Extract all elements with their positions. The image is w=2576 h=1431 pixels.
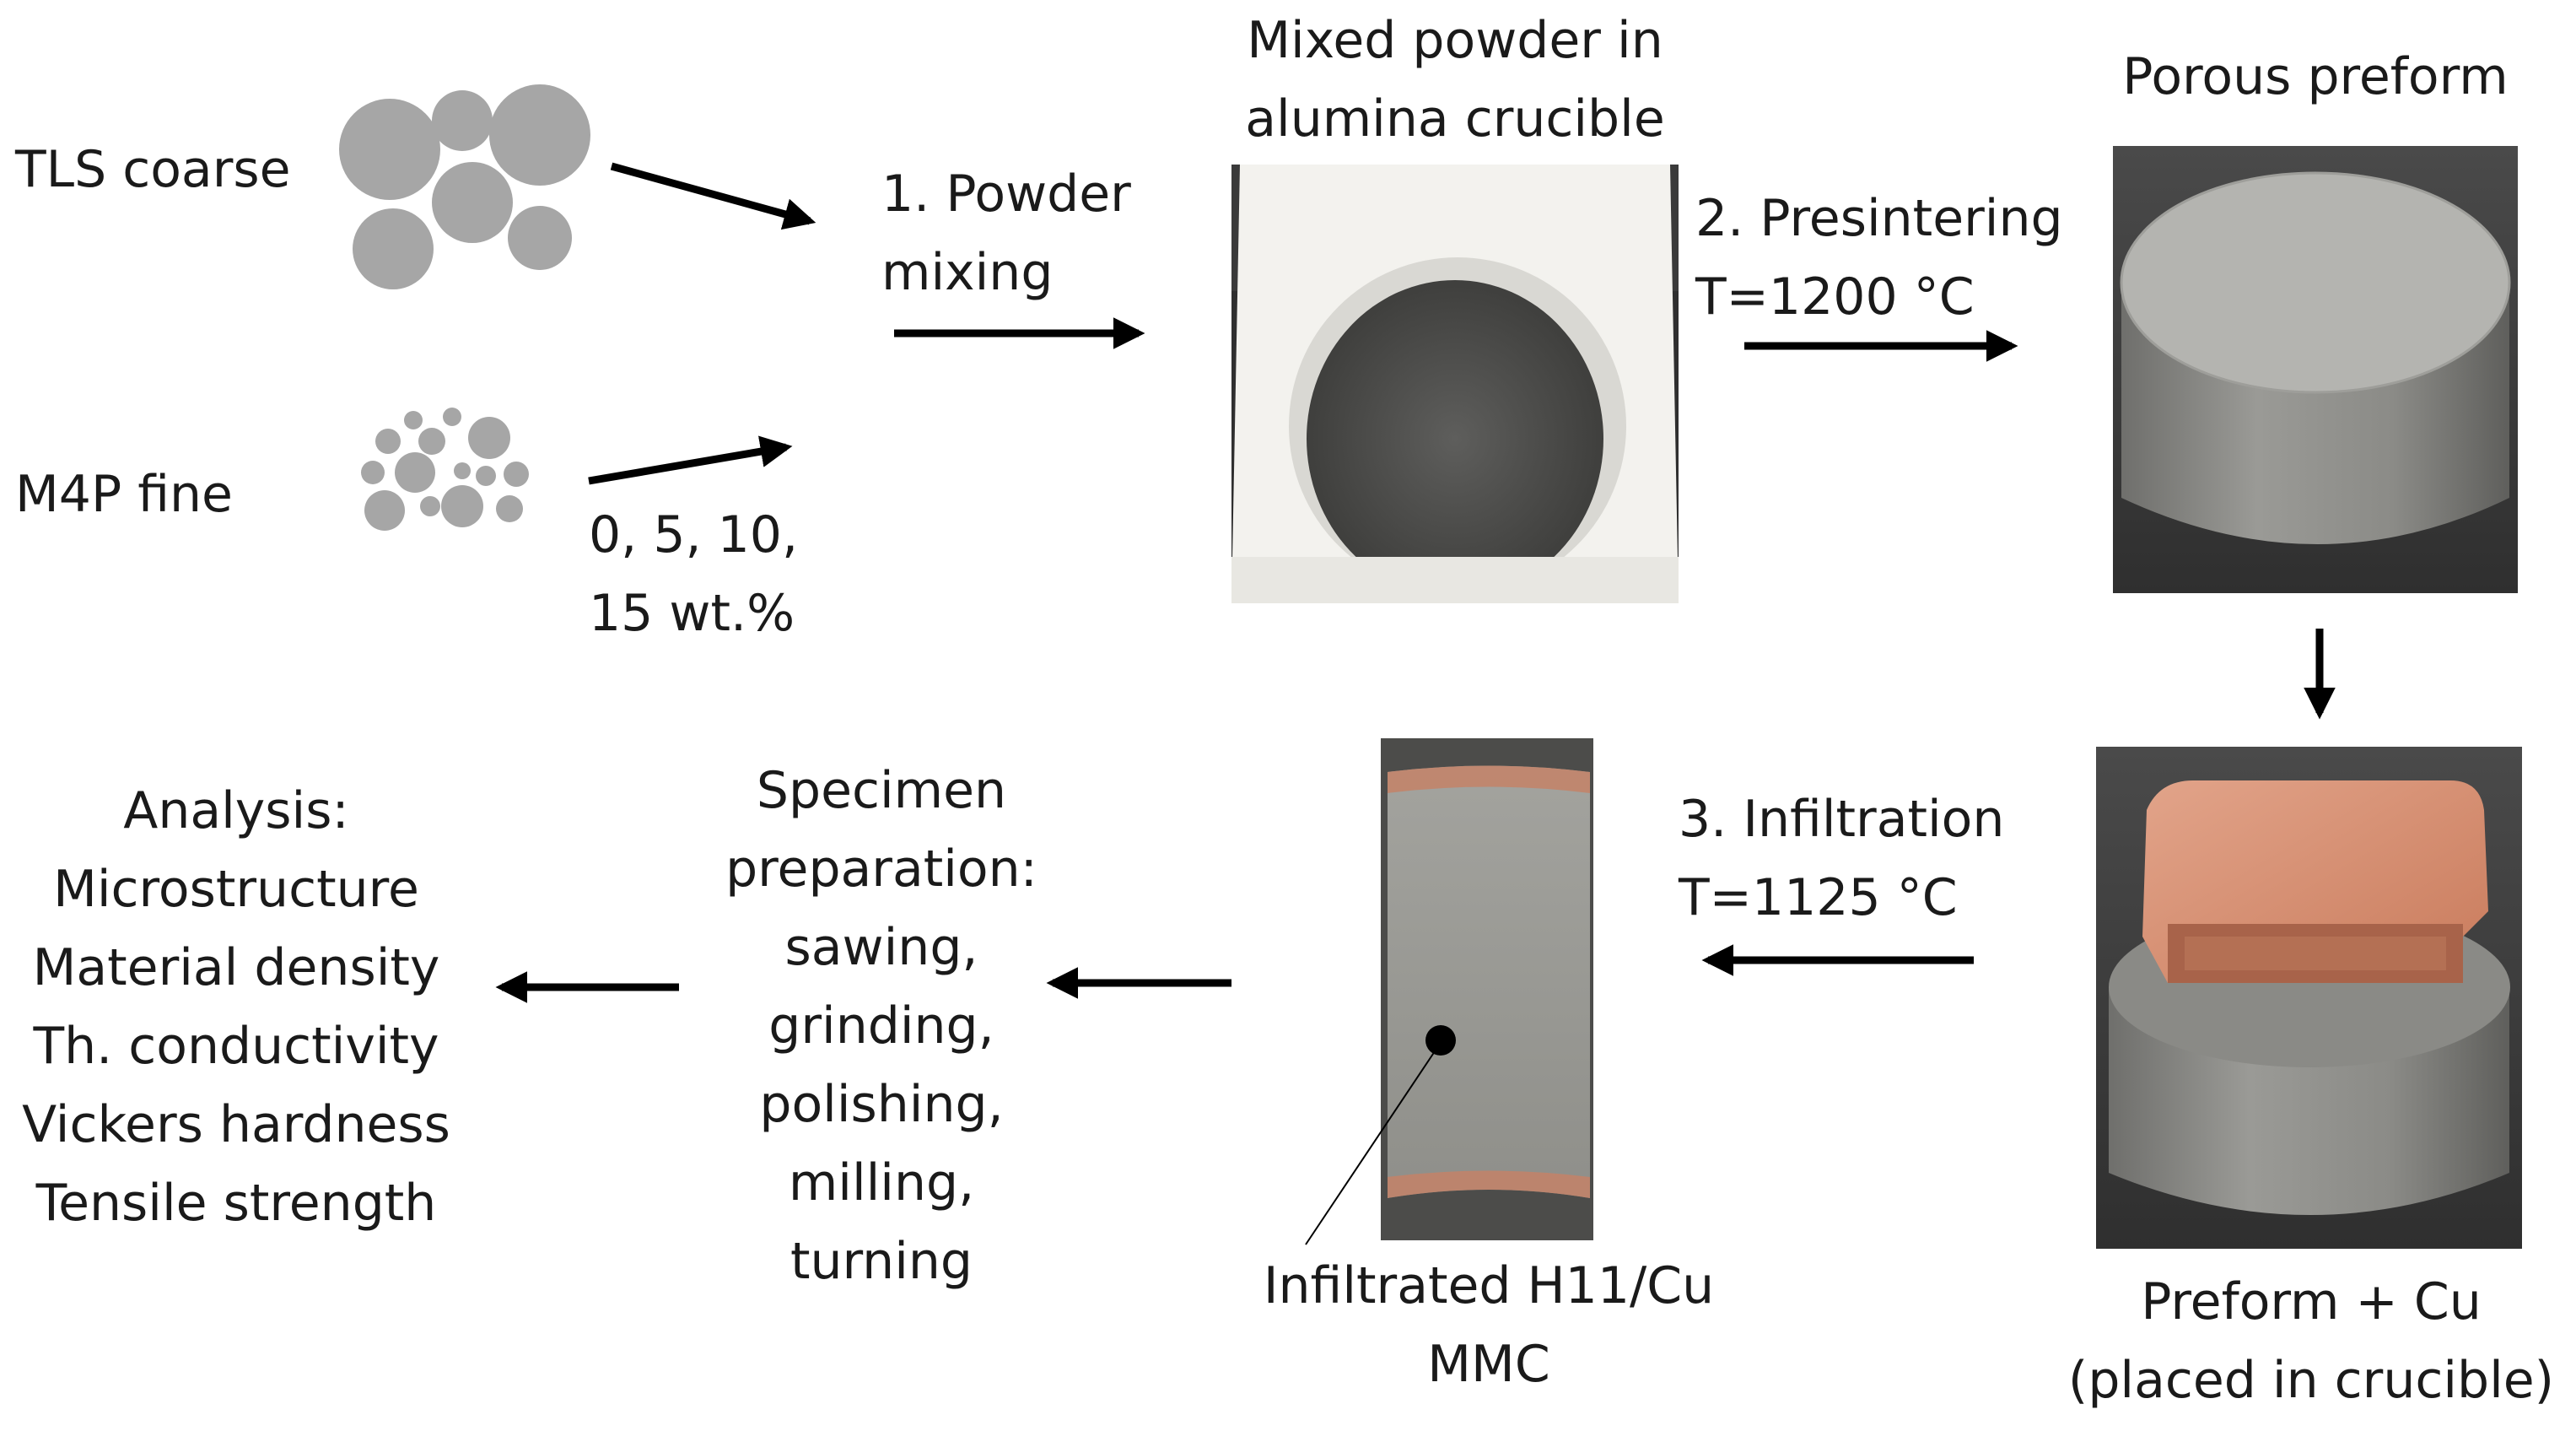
arrow-fine-to-mixing: [589, 447, 786, 481]
mixed-powder-caption: Mixed powder in alumina crucible: [1215, 2, 1695, 159]
fine-particle: [404, 411, 423, 429]
fine-particle: [395, 452, 435, 493]
fine-fraction-line: 15 wt.%: [589, 575, 798, 653]
fine-particle: [364, 490, 405, 531]
step-presintering-line: 2. Presintering: [1695, 180, 2063, 258]
fine-particle: [504, 462, 529, 487]
arrow-coarse-to-mixing: [612, 166, 810, 221]
coarse-particles-icon: [339, 84, 590, 289]
coarse-powder-label: TLS coarse: [15, 131, 291, 209]
step-mixing-label: 1. Powder mixing: [881, 155, 1131, 312]
infiltrated-mmc-photo: [1381, 738, 1593, 1240]
step-mixing-line: mixing: [881, 234, 1131, 312]
fine-particle: [441, 485, 483, 527]
porous-preform-photo: [2113, 146, 2518, 593]
specimen-prep-line: milling,: [692, 1144, 1071, 1223]
infiltrated-mmc-caption-line: Infiltrated H11/Cu: [1231, 1247, 1746, 1326]
analysis-line: Vickers hardness: [0, 1086, 472, 1164]
preform-cu-caption-line: (placed in crucible): [2050, 1342, 2573, 1420]
specimen-prep-line: preparation:: [692, 830, 1071, 909]
specimen-prep-line: sawing,: [692, 909, 1071, 987]
fine-powder-label: M4P fine: [15, 456, 233, 534]
fine-particle: [361, 461, 385, 484]
specimen-prep-line: Specimen: [692, 752, 1071, 830]
fine-particle: [454, 462, 471, 479]
mixed-powder-photo: [1231, 165, 1679, 603]
analysis-line: Material density: [0, 929, 472, 1007]
fine-particle: [468, 417, 510, 459]
step-mixing-line: 1. Powder: [881, 155, 1131, 234]
analysis-line: Analysis:: [0, 772, 472, 850]
step-presintering-line: T=1200 °C: [1695, 258, 2063, 337]
porous-preform-caption: Porous preform: [2092, 38, 2539, 116]
infiltrated-mmc-caption-line: MMC: [1231, 1326, 1746, 1404]
coarse-particle: [432, 90, 493, 151]
specimen-prep-line: polishing,: [692, 1066, 1071, 1144]
step-infiltration-line: 3. Infiltration: [1679, 780, 2004, 859]
coarse-particle: [353, 208, 434, 289]
fine-particle: [443, 408, 461, 426]
preform-cu-caption-line: Preform + Cu: [2050, 1263, 2573, 1342]
fine-fraction-line: 0, 5, 10,: [589, 496, 798, 575]
fine-particle: [476, 466, 496, 486]
preform-cu-caption: Preform + Cu (placed in crucible): [2050, 1263, 2573, 1420]
specimen-location-marker-icon: [1425, 1025, 1456, 1056]
analysis-line: Tensile strength: [0, 1164, 472, 1243]
coarse-particle: [489, 84, 590, 186]
fine-particle: [375, 429, 401, 454]
fine-particle: [418, 428, 445, 455]
specimen-preparation-list: Specimen preparation: sawing, grinding, …: [692, 752, 1071, 1301]
coarse-particle: [508, 206, 572, 270]
mixed-powder-caption-line: Mixed powder in: [1215, 2, 1695, 80]
analysis-list: Analysis: Microstructure Material densit…: [0, 772, 472, 1243]
specimen-prep-line: turning: [692, 1223, 1071, 1301]
fine-particle: [420, 496, 440, 516]
mixed-powder-caption-line: alumina crucible: [1215, 80, 1695, 159]
step-presintering-label: 2. Presintering T=1200 °C: [1695, 180, 2063, 337]
step-infiltration-label: 3. Infiltration T=1125 °C: [1679, 780, 2004, 937]
fine-particle: [496, 495, 523, 522]
fine-particles-icon: [361, 408, 529, 531]
specimen-prep-line: grinding,: [692, 987, 1071, 1066]
infiltrated-mmc-caption: Infiltrated H11/Cu MMC: [1231, 1247, 1746, 1404]
preform-cu-photo: [2096, 747, 2522, 1249]
fine-fraction-label: 0, 5, 10, 15 wt.%: [589, 496, 798, 653]
analysis-line: Microstructure: [0, 850, 472, 929]
coarse-particle: [339, 99, 440, 200]
analysis-line: Th. conductivity: [0, 1007, 472, 1086]
step-infiltration-line: T=1125 °C: [1679, 859, 2004, 937]
coarse-particle: [432, 162, 513, 243]
